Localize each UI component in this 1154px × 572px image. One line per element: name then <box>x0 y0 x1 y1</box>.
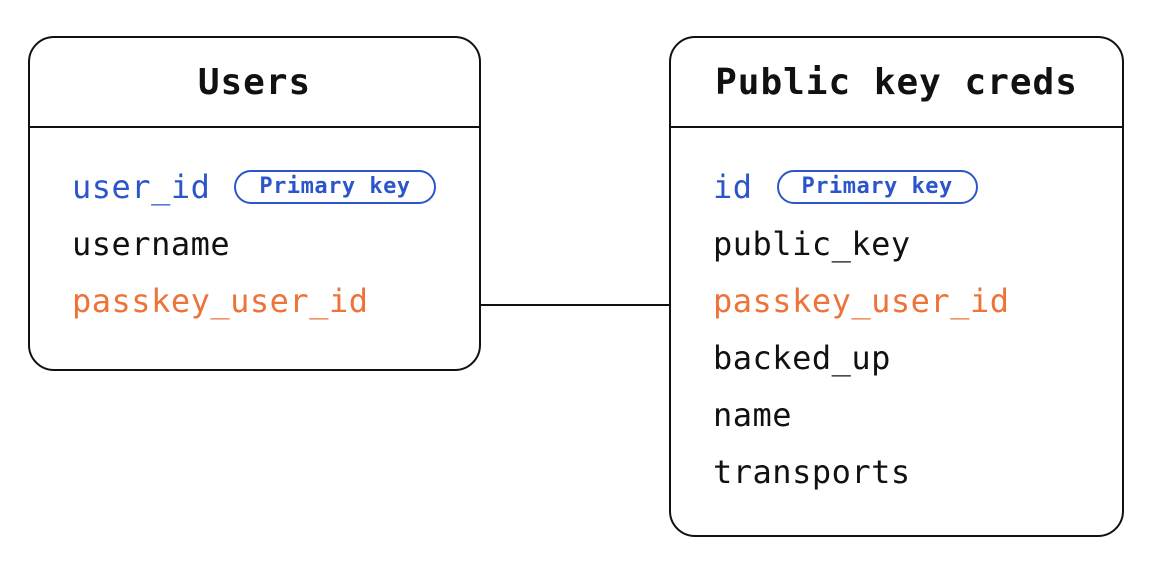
users-table-body: user_id Primary key username passkey_use… <box>30 128 479 329</box>
primary-key-badge-label: Primary key <box>259 173 411 199</box>
field-row-transports: transports <box>713 443 1122 500</box>
public-key-creds-table: Public key creds id Primary key public_k… <box>669 36 1124 537</box>
field-passkey-user-id: passkey_user_id <box>72 281 369 320</box>
field-row-user-id: user_id Primary key <box>72 158 479 215</box>
field-row-name: name <box>713 386 1122 443</box>
users-table-title: Users <box>197 61 312 103</box>
field-row-passkey-user-id: passkey_user_id <box>713 272 1122 329</box>
public-key-creds-table-header: Public key creds <box>671 38 1122 128</box>
field-row-backed-up: backed_up <box>713 329 1122 386</box>
field-row-public-key: public_key <box>713 215 1122 272</box>
field-name: name <box>713 395 793 434</box>
users-table: Users user_id Primary key username passk… <box>28 36 481 371</box>
field-row-passkey-user-id: passkey_user_id <box>72 272 479 329</box>
primary-key-badge-label: Primary key <box>801 173 953 199</box>
field-passkey-user-id: passkey_user_id <box>713 281 1010 320</box>
field-row-username: username <box>72 215 479 272</box>
public-key-creds-table-body: id Primary key public_key passkey_user_i… <box>671 128 1122 500</box>
users-table-header: Users <box>30 38 479 128</box>
relationship-line-passkey-user-id <box>479 304 671 306</box>
primary-key-badge: Primary key <box>776 169 978 204</box>
field-user-id: user_id <box>72 167 211 206</box>
field-public-key: public_key <box>713 224 911 263</box>
field-id: id <box>713 167 753 206</box>
field-username: username <box>72 224 231 263</box>
public-key-creds-table-title: Public key creds <box>715 61 1078 103</box>
primary-key-badge: Primary key <box>234 169 436 204</box>
field-backed-up: backed_up <box>713 338 891 377</box>
field-transports: transports <box>713 452 911 491</box>
field-row-id: id Primary key <box>713 158 1122 215</box>
